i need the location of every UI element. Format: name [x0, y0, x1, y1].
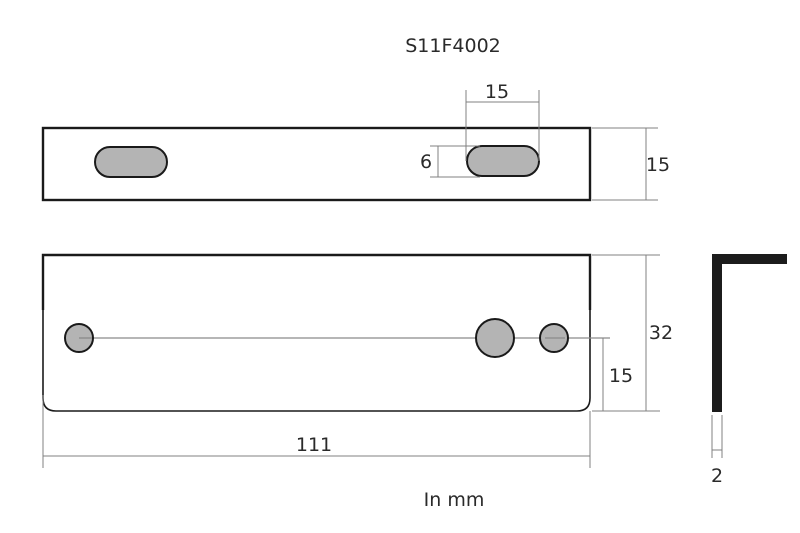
thickness-dimension: 2 [711, 415, 723, 487]
top-height-label: 15 [646, 154, 670, 176]
front-height-label: 32 [649, 322, 673, 344]
front-view-top-edge [41, 253, 592, 310]
slot-width-dimension: 15 [465, 81, 540, 161]
slot-right [466, 145, 540, 177]
slot-height-label: 6 [420, 151, 432, 173]
slot-left [94, 146, 168, 178]
hole-height-dimension: 15 [602, 338, 633, 411]
front-view: 32 15 111 [41, 253, 673, 468]
units-note: In mm [424, 489, 485, 511]
length-dimension: 111 [42, 395, 591, 468]
hole-height-label: 15 [609, 365, 633, 387]
top-height-dimension: 15 [592, 127, 670, 201]
hole-center-large [475, 318, 515, 358]
top-view: 15 6 15 [41, 81, 670, 202]
slot-width-label: 15 [485, 81, 509, 103]
front-view-outline [42, 310, 591, 412]
front-height-dimension: 32 [592, 254, 673, 412]
profile-view: 2 [711, 254, 787, 487]
l-profile-section [712, 254, 787, 412]
thickness-label: 2 [711, 465, 723, 487]
top-view-outline [41, 126, 592, 202]
length-label: 111 [296, 434, 332, 456]
part-number-title: S11F4002 [405, 35, 501, 57]
slot-height-dimension: 6 [420, 145, 480, 178]
